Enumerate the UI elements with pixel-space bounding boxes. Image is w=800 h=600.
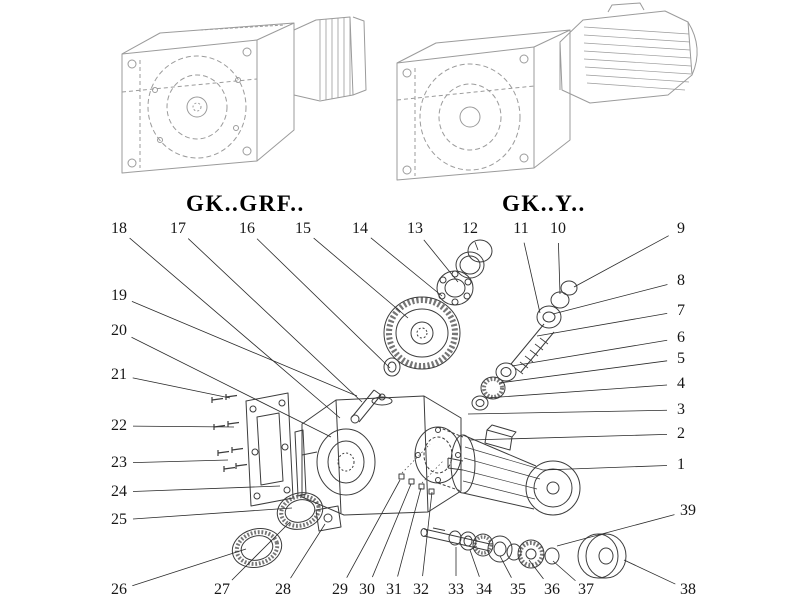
leader-line-34 bbox=[469, 549, 480, 577]
part-number-3: 3 bbox=[677, 401, 685, 418]
part-number-22: 22 bbox=[111, 417, 127, 434]
model-label-gk-grf: GK..GRF.. bbox=[186, 191, 305, 216]
part-number-27: 27 bbox=[214, 581, 230, 598]
part-number-24: 24 bbox=[111, 483, 127, 500]
part-number-38: 38 bbox=[680, 581, 696, 598]
part-number-11: 11 bbox=[513, 220, 529, 237]
part-number-10: 10 bbox=[550, 220, 566, 237]
leader-line-30 bbox=[371, 483, 412, 578]
part-number-33: 33 bbox=[448, 581, 464, 598]
leader-line-3 bbox=[467, 409, 668, 415]
leader-line-18 bbox=[129, 237, 341, 419]
part-number-19: 19 bbox=[111, 287, 127, 304]
leader-line-13 bbox=[423, 239, 459, 283]
part-number-30: 30 bbox=[359, 581, 375, 598]
leader-line-24 bbox=[132, 485, 281, 492]
flange-screws bbox=[211, 394, 248, 472]
part-number-5: 5 bbox=[677, 350, 685, 367]
part-number-20: 20 bbox=[111, 322, 127, 339]
coupling-fasteners bbox=[398, 443, 445, 495]
part-number-17: 17 bbox=[170, 220, 186, 237]
leader-line-39 bbox=[556, 514, 675, 547]
leader-line-20 bbox=[131, 336, 332, 438]
part-number-18: 18 bbox=[111, 220, 127, 237]
leader-line-7 bbox=[536, 313, 668, 337]
leader-line-29 bbox=[346, 479, 401, 578]
part-number-16: 16 bbox=[239, 220, 255, 237]
leader-line-8 bbox=[552, 284, 668, 315]
part-number-1: 1 bbox=[677, 456, 685, 473]
part-number-32: 32 bbox=[413, 581, 429, 598]
leader-line-38 bbox=[623, 559, 676, 585]
mounting-flange bbox=[245, 392, 307, 507]
leader-line-36 bbox=[528, 559, 544, 580]
leader-line-6 bbox=[511, 339, 668, 367]
leader-line-16 bbox=[256, 238, 391, 369]
leader-line-22 bbox=[132, 425, 235, 428]
assembled-view-gk-grf bbox=[121, 16, 367, 174]
part-number-35: 35 bbox=[510, 581, 526, 598]
leader-line-19 bbox=[131, 301, 358, 397]
leader-line-5 bbox=[498, 360, 668, 384]
part-number-39: 39 bbox=[680, 502, 696, 519]
part-number-15: 15 bbox=[295, 220, 311, 237]
leader-line-27 bbox=[231, 521, 291, 581]
part-number-26: 26 bbox=[111, 581, 127, 598]
leader-line-10 bbox=[558, 242, 561, 295]
leader-line-17 bbox=[187, 238, 363, 403]
leader-line-21 bbox=[132, 377, 231, 399]
leader-line-28 bbox=[290, 523, 326, 579]
output-shaft-assembly bbox=[420, 527, 627, 579]
part-number-25: 25 bbox=[111, 511, 127, 528]
leader-line-4 bbox=[485, 384, 668, 399]
leader-line-9 bbox=[573, 235, 669, 288]
leader-line-32 bbox=[422, 491, 433, 577]
assembled-view-gk-y bbox=[396, 2, 698, 181]
leader-line-23 bbox=[132, 459, 229, 464]
part-number-36: 36 bbox=[544, 581, 560, 598]
leader-line-2 bbox=[469, 433, 668, 441]
part-number-7: 7 bbox=[677, 302, 685, 319]
leader-line-31 bbox=[397, 487, 422, 577]
leader-line-14 bbox=[370, 237, 443, 297]
bearing-ring-pair bbox=[231, 492, 342, 568]
leader-line-26 bbox=[132, 548, 247, 587]
part-number-14: 14 bbox=[352, 220, 368, 237]
part-number-13: 13 bbox=[407, 220, 423, 237]
part-number-9: 9 bbox=[677, 220, 685, 237]
part-number-8: 8 bbox=[677, 272, 685, 289]
part-number-31: 31 bbox=[386, 581, 402, 598]
leader-line-11 bbox=[523, 242, 541, 314]
part-number-12: 12 bbox=[462, 220, 478, 237]
model-label-gk-y: GK..Y.. bbox=[502, 191, 586, 216]
leader-line-37 bbox=[552, 560, 576, 582]
electric-motor bbox=[437, 424, 581, 516]
part-number-28: 28 bbox=[275, 581, 291, 598]
part-number-34: 34 bbox=[476, 581, 492, 598]
leader-line-35 bbox=[499, 555, 512, 578]
part-number-2: 2 bbox=[677, 425, 685, 442]
part-number-6: 6 bbox=[677, 329, 685, 346]
part-number-4: 4 bbox=[677, 375, 685, 392]
bevel-pinion-set bbox=[471, 280, 578, 411]
leader-line-25 bbox=[132, 507, 293, 520]
part-number-23: 23 bbox=[111, 454, 127, 471]
part-number-21: 21 bbox=[111, 366, 127, 383]
leader-line-1 bbox=[542, 465, 668, 471]
part-number-37: 37 bbox=[578, 581, 594, 598]
leader-line-12 bbox=[474, 241, 479, 251]
part-number-29: 29 bbox=[332, 581, 348, 598]
leader-line-15 bbox=[313, 237, 409, 319]
